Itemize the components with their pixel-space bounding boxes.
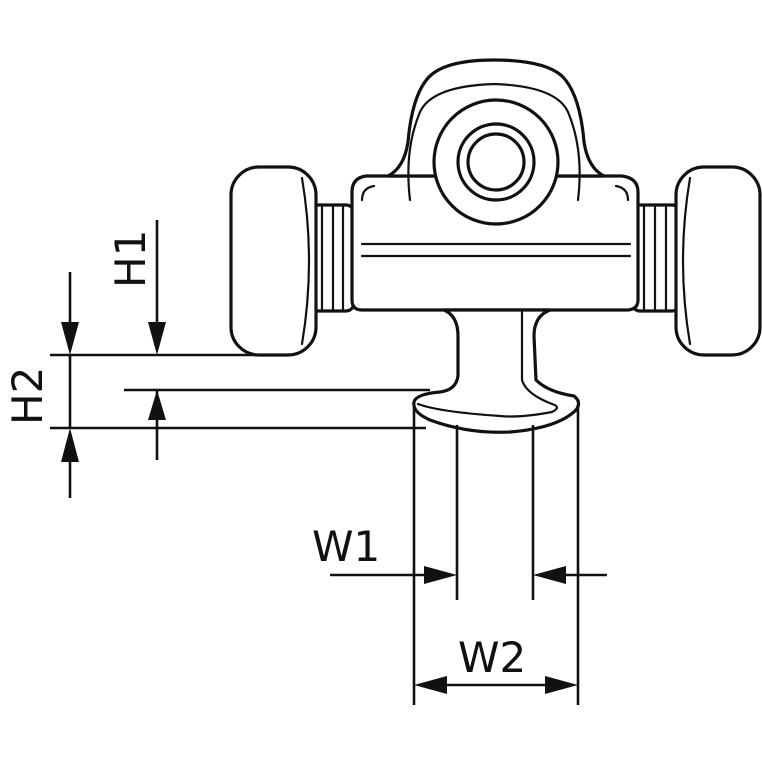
w1-dimension: W1	[312, 522, 607, 584]
w1-arrow-right	[424, 566, 457, 584]
trolley-drawing	[229, 58, 762, 434]
h1-dimension: H1	[106, 220, 166, 460]
t-foot-stem	[412, 308, 581, 434]
h2-arrow-down	[61, 322, 79, 355]
w2-dimension: W2	[414, 633, 578, 694]
w2-arrow-left	[414, 676, 447, 694]
h2-label: H2	[3, 367, 52, 425]
h1-arrow-up	[148, 390, 166, 420]
right-wheel	[674, 165, 762, 357]
h2-dimension: H2	[3, 272, 79, 498]
trolley-housing	[350, 174, 640, 312]
h1-arrow-down	[148, 322, 166, 355]
eye-ring	[432, 98, 560, 226]
w1-label: W1	[312, 522, 380, 571]
w2-arrow-right	[545, 676, 578, 694]
dimension-annotations: H1 H2 W1 W2	[3, 220, 607, 705]
left-wheel	[229, 165, 318, 357]
w2-label: W2	[458, 633, 526, 682]
h1-label: H1	[106, 230, 155, 288]
w1-arrow-left	[533, 566, 566, 584]
h2-arrow-up	[61, 428, 79, 462]
right-axle-hub	[630, 203, 682, 313]
